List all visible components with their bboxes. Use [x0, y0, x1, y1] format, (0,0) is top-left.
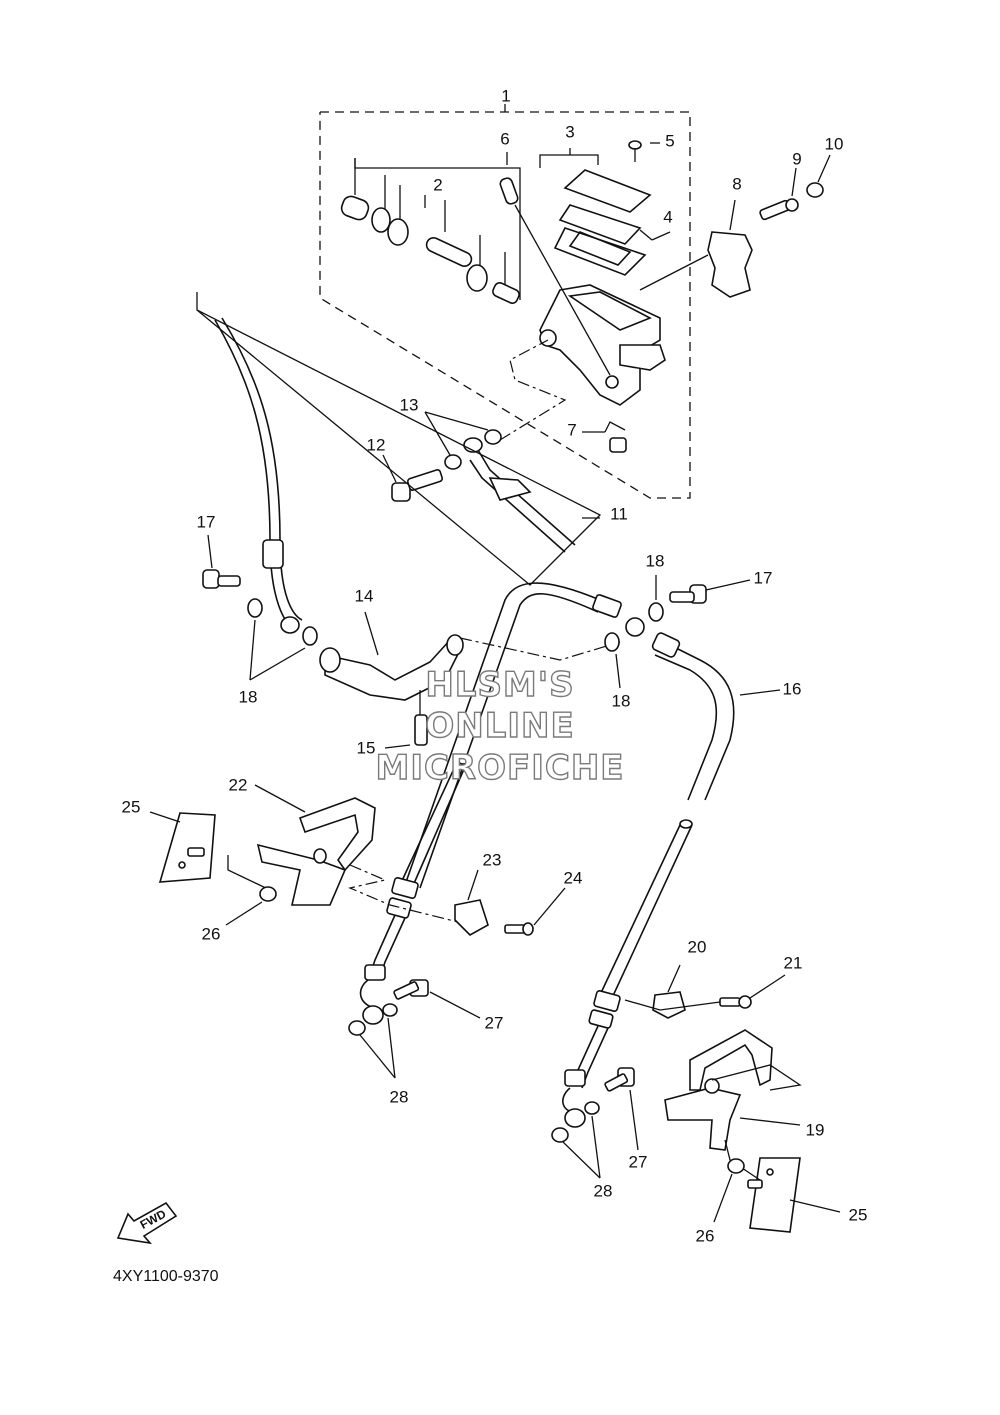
- callout-17-right: 17: [754, 568, 773, 587]
- brake-hose-lower-left: [359, 755, 469, 1025]
- callout-27-right: 27: [629, 1152, 648, 1171]
- handlebar-clamp: [639, 154, 831, 298]
- callout-6: 6: [500, 129, 509, 148]
- callout-26-right: 26: [696, 1226, 715, 1245]
- callout-25-right: 25: [849, 1205, 868, 1224]
- hose-clamp-23: [454, 869, 566, 936]
- callout-labels: 1 2 3 4 5 6 7 8 9 10 11 12 13 14 15 16 1…: [122, 86, 868, 1245]
- watermark-line-2: ONLINE: [425, 706, 574, 746]
- reservoir-cap: [539, 140, 671, 276]
- callout-17-left: 17: [197, 512, 216, 531]
- callout-2: 2: [433, 175, 442, 194]
- callout-21: 21: [784, 953, 803, 972]
- callout-3: 3: [565, 122, 574, 141]
- brake-hose-upper: [463, 437, 600, 553]
- callout-14: 14: [355, 586, 374, 605]
- piston-kit: [340, 158, 521, 304]
- callout-22: 22: [229, 775, 248, 794]
- union-bolt-17-right: [604, 575, 751, 689]
- callout-13: 13: [400, 395, 419, 414]
- master-cylinder-body: [539, 284, 666, 406]
- callout-9: 9: [792, 149, 801, 168]
- bolt-7: [582, 421, 627, 453]
- bleeder-screw: [499, 152, 611, 376]
- master-cylinder-assembly-outline: [319, 104, 691, 499]
- route-outline: [196, 292, 602, 586]
- callout-1: 1: [501, 86, 510, 105]
- watermark-line-3: MICROFICHE: [375, 748, 624, 788]
- callout-15: 15: [357, 738, 376, 757]
- callout-28-right: 28: [594, 1181, 613, 1200]
- callout-10: 10: [825, 134, 844, 153]
- callout-18-left: 18: [239, 687, 258, 706]
- fwd-arrow-icon: FWD: [116, 1201, 178, 1245]
- callout-20: 20: [688, 937, 707, 956]
- brake-hose-right: [404, 582, 781, 889]
- union-bolt-12: [382, 411, 502, 502]
- callout-23: 23: [483, 850, 502, 869]
- part-code: 4XY1100-9370: [113, 1268, 219, 1285]
- callout-28-left: 28: [390, 1087, 409, 1106]
- callout-26-left: 26: [202, 924, 221, 943]
- hose-guide-bracket-left: [149, 784, 471, 926]
- brake-hose-lower-right: [562, 819, 693, 1128]
- bolt-27-left: [348, 979, 481, 1079]
- watermark: HLSM'S ONLINE MICROFICHE: [375, 664, 624, 788]
- callout-16: 16: [783, 679, 802, 698]
- callout-12: 12: [367, 435, 386, 454]
- union-bolt-17-left: [202, 534, 318, 681]
- callout-19: 19: [806, 1120, 825, 1139]
- callout-24: 24: [564, 868, 583, 887]
- brake-hose-left: [214, 317, 303, 634]
- bolt-27-right: [551, 1067, 639, 1179]
- callout-8: 8: [732, 174, 741, 193]
- callout-18-top: 18: [646, 551, 665, 570]
- callout-11: 11: [610, 504, 628, 523]
- callout-5: 5: [665, 131, 674, 150]
- hose-guide-bracket-right: [664, 1029, 841, 1233]
- callout-18-right: 18: [612, 691, 631, 710]
- callout-25-left: 25: [122, 797, 141, 816]
- watermark-line-1: HLSM'S: [425, 665, 574, 705]
- callout-27-left: 27: [485, 1013, 504, 1032]
- callout-7: 7: [567, 420, 576, 439]
- callout-4: 4: [663, 207, 672, 226]
- brake-pipe-joint: [319, 611, 464, 749]
- hose-clamp-20: [624, 964, 786, 1019]
